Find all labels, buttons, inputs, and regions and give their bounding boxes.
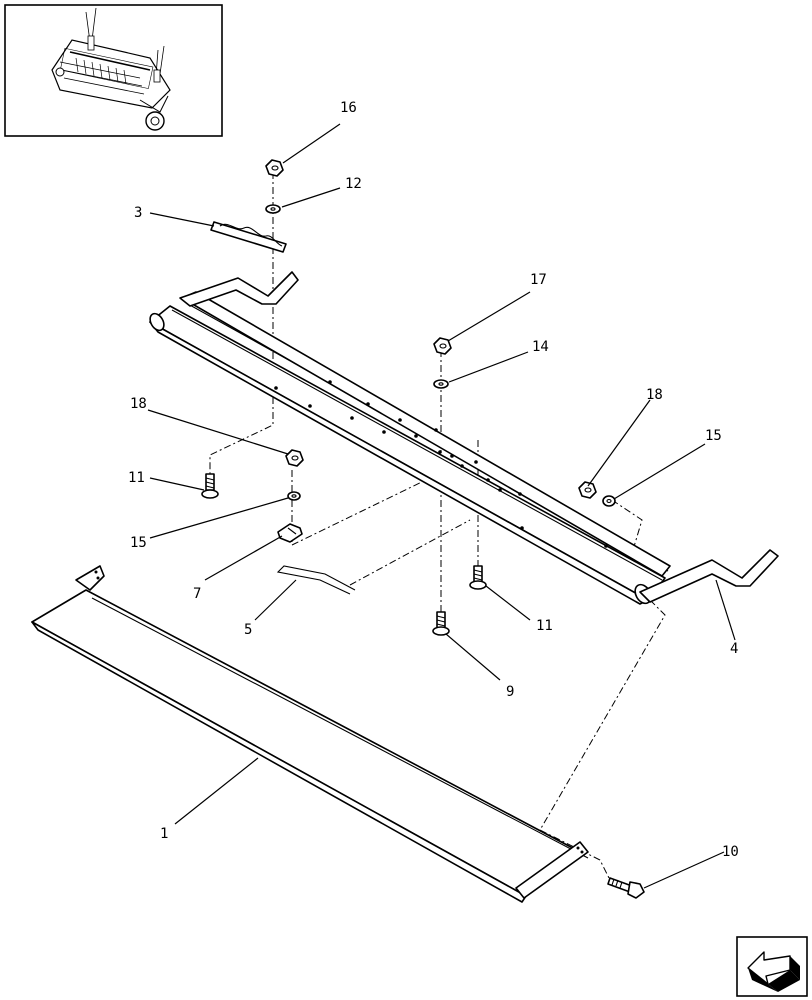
part-16-nut[interactable] [265, 159, 284, 177]
callout-18-left: 18 [130, 396, 147, 412]
callout-4: 4 [730, 641, 738, 657]
part-18-nut-right[interactable] [578, 481, 597, 499]
callout-16: 16 [340, 100, 357, 116]
part-11-bolt-left[interactable] [201, 473, 219, 499]
part-14-washer[interactable] [433, 379, 449, 389]
part-15-washer-left[interactable] [287, 491, 301, 501]
part-18-nut-left[interactable] [285, 449, 304, 467]
part-5-rod[interactable] [276, 565, 356, 595]
callout-15-left: 15 [130, 535, 147, 551]
part-4-bar[interactable] [147, 271, 779, 606]
next-page-arrow-icon [747, 951, 800, 992]
callout-3: 3 [134, 205, 142, 221]
leader-lines [147, 123, 736, 889]
callout-10: 10 [722, 844, 739, 860]
bar-holes [274, 380, 608, 548]
part-17-nut[interactable] [433, 337, 452, 355]
callout-labels: 16 12 3 17 14 18 18 15 15 11 11 7 5 9 4 … [128, 100, 739, 860]
callout-14: 14 [532, 339, 549, 355]
part-12-washer[interactable] [265, 204, 281, 214]
callout-11-left: 11 [128, 470, 145, 486]
callout-15-right: 15 [705, 428, 722, 444]
part-9-bolt[interactable] [432, 611, 450, 636]
part-3-decal[interactable] [210, 221, 287, 253]
part-7-clip[interactable] [277, 523, 303, 543]
overview-thumbnail[interactable] [4, 4, 223, 137]
part-10-bolt[interactable] [607, 877, 645, 899]
next-page-button[interactable] [736, 936, 808, 997]
callout-18-right: 18 [646, 387, 663, 403]
machine-overview-icon [51, 7, 171, 131]
part-15-washer-right[interactable] [602, 495, 616, 507]
callout-11-right: 11 [536, 618, 553, 634]
part-11-bolt-right[interactable] [469, 565, 487, 590]
callout-12: 12 [345, 176, 362, 192]
callout-1: 1 [160, 826, 168, 842]
callout-17: 17 [530, 272, 547, 288]
callout-9: 9 [506, 684, 514, 700]
part-1-panel[interactable] [31, 565, 589, 903]
callout-5: 5 [244, 622, 252, 638]
callout-7: 7 [193, 586, 201, 602]
